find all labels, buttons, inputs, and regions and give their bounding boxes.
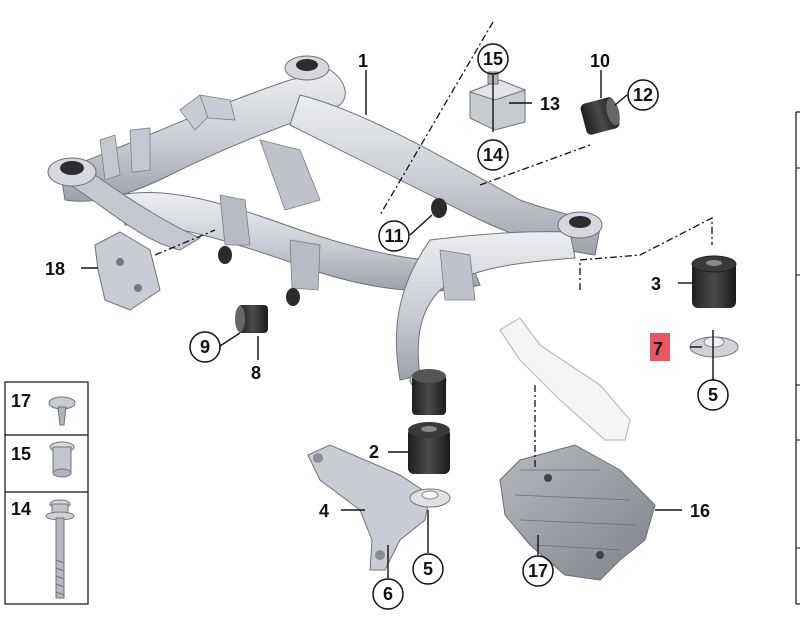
fastener-legend: 17 15 14 (4, 381, 89, 605)
underbody-shield-16 (499, 444, 656, 581)
bushing-9 (235, 305, 268, 333)
bracket-18 (94, 231, 161, 311)
right-table-edge (795, 111, 800, 605)
reference-lines (154, 21, 713, 470)
label-9: 9 (200, 337, 210, 357)
label-15: 15 (483, 49, 503, 69)
label-12: 12 (633, 85, 653, 105)
washer-7 (689, 336, 739, 358)
label-5-bottom: 5 (423, 559, 433, 579)
label-18: 18 (45, 259, 65, 279)
callout-lines (81, 70, 714, 578)
legend-number-15: 15 (11, 444, 31, 464)
control-arm-outline (499, 317, 631, 441)
label-2: 2 (369, 442, 379, 462)
label-3: 3 (651, 274, 661, 294)
bushing-10 (580, 97, 620, 135)
label-17: 17 (528, 561, 548, 581)
label-5-top: 5 (708, 385, 718, 405)
label-4: 4 (319, 501, 329, 521)
label-11: 11 (384, 226, 403, 246)
mount-2 (408, 422, 450, 474)
legend-number-17: 17 (11, 391, 31, 411)
bolt-icon (45, 499, 75, 599)
circled-callouts: 15 14 12 11 9 5 5 6 17 (189, 43, 729, 610)
rear-subframe (47, 55, 603, 391)
label-13: 13 (540, 94, 560, 114)
label-1: 1 (358, 51, 368, 71)
mount-3 (691, 255, 737, 308)
part-13-block (468, 71, 527, 131)
push-rivet-icon (48, 396, 76, 426)
label-6: 6 (383, 584, 393, 604)
threaded-sleeve-icon (49, 441, 75, 478)
legend-number-14: 14 (11, 499, 31, 519)
frame-rubber-mount (412, 369, 446, 415)
label-16: 16 (690, 501, 710, 521)
label-14: 14 (483, 145, 503, 165)
bracket-4 (307, 444, 451, 571)
label-10: 10 (590, 51, 610, 71)
highlight-part-7: 7 (650, 333, 670, 361)
label-8: 8 (251, 363, 261, 383)
label-7: 7 (653, 339, 663, 359)
